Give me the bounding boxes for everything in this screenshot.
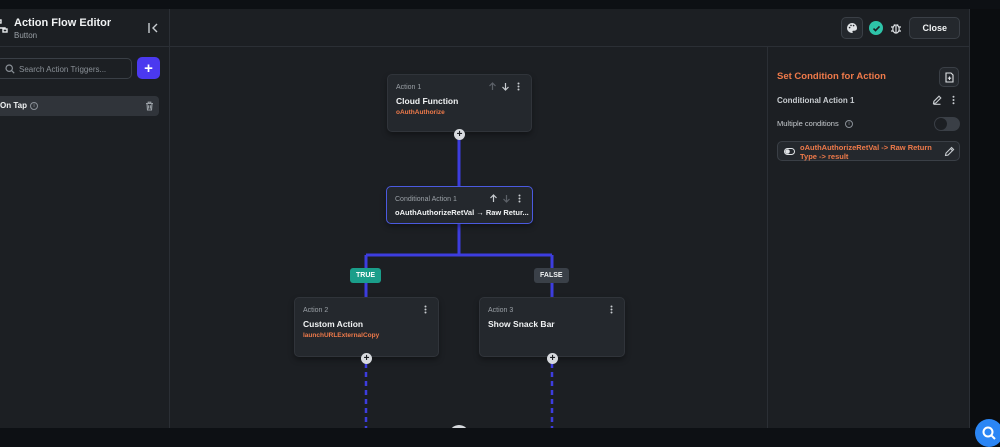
collapse-panel-icon[interactable] xyxy=(146,21,160,35)
node-label: Action 3 xyxy=(488,307,514,314)
add-action-button[interactable]: + xyxy=(454,129,465,140)
action-node-3[interactable]: Action 3 Show Snack Bar xyxy=(479,297,625,357)
node-title: Cloud Function xyxy=(396,96,459,106)
add-action-button[interactable]: + xyxy=(361,353,372,364)
add-action-button[interactable]: + xyxy=(449,425,469,428)
check-circle-icon[interactable] xyxy=(869,21,884,35)
edit-icon[interactable] xyxy=(944,146,955,157)
editor-header: Action Flow Editor Button Close xyxy=(0,9,970,47)
condition-expression-card[interactable]: oAuthAuthorizeRetVal -> Raw Return Type … xyxy=(777,141,960,161)
panel-title: Set Condition for Action xyxy=(777,71,886,82)
node-title: Show Snack Bar xyxy=(488,319,555,329)
conditional-action-node-1[interactable]: Conditional Action 1 oAuthAuthorizeRetVa… xyxy=(386,186,533,224)
arrow-down-icon xyxy=(503,195,510,203)
bug-icon[interactable] xyxy=(889,21,903,35)
trigger-item-on-tap[interactable]: On Tap i xyxy=(0,96,159,116)
node-controls xyxy=(421,305,430,314)
flow-connectors xyxy=(364,135,554,428)
page-subtitle: Button xyxy=(14,31,38,40)
more-vert-icon[interactable] xyxy=(949,95,958,105)
header-title-area: Action Flow Editor Button xyxy=(0,9,170,47)
action-flow-editor-dialog: Action Flow Editor Button Close xyxy=(0,9,970,428)
multiple-conditions-toggle[interactable] xyxy=(934,117,960,131)
trigger-label: On Tap xyxy=(0,101,27,110)
trash-icon[interactable] xyxy=(145,101,154,111)
toggle-knob xyxy=(935,118,947,130)
node-title: oAuthAuthorizeRetVal → Raw Retur... xyxy=(395,208,529,217)
info-icon: i xyxy=(30,102,38,110)
note-add-button[interactable] xyxy=(939,67,959,87)
toggle-icon xyxy=(784,148,795,155)
arrow-down-icon[interactable] xyxy=(501,82,510,91)
close-button[interactable]: Close xyxy=(909,17,960,39)
node-subtitle: launchURLExternalCopy xyxy=(303,332,380,339)
palette-button[interactable] xyxy=(841,17,864,39)
condition-expression: oAuthAuthorizeRetVal -> Raw Return Type … xyxy=(800,143,932,161)
add-action-button[interactable]: + xyxy=(547,353,558,364)
action-node-2[interactable]: Action 2 Custom Action launchURLExternal… xyxy=(294,297,439,357)
top-background-strip xyxy=(0,0,1000,9)
add-trigger-button[interactable]: + xyxy=(137,57,160,79)
more-vert-icon[interactable] xyxy=(607,305,616,314)
more-vert-icon[interactable] xyxy=(515,194,524,203)
node-controls xyxy=(488,82,523,91)
flow-canvas[interactable]: Action 1 Cloud Function oAuthAuthorize +… xyxy=(171,47,767,428)
palette-icon xyxy=(847,23,858,33)
node-controls xyxy=(489,194,524,203)
more-vert-icon[interactable] xyxy=(421,305,430,314)
node-title: Custom Action xyxy=(303,319,364,329)
help-search-button[interactable] xyxy=(975,419,1000,447)
node-label: Action 2 xyxy=(303,307,329,314)
node-label: Action 1 xyxy=(396,84,422,91)
edit-icon[interactable] xyxy=(932,95,942,105)
note-add-icon xyxy=(944,71,954,83)
search-icon xyxy=(5,64,15,74)
multiple-conditions-label: Multiple conditions xyxy=(777,119,839,128)
header-actions: Close xyxy=(841,17,960,39)
arrow-up-icon[interactable] xyxy=(489,194,498,203)
condition-name: Conditional Action 1 xyxy=(777,96,855,105)
false-branch-badge[interactable]: FALSE xyxy=(534,268,569,283)
help-search-icon xyxy=(982,426,996,440)
search-action-triggers-input[interactable] xyxy=(19,61,129,77)
node-controls xyxy=(607,305,616,314)
condition-properties-panel: Set Condition for Action Conditional Act… xyxy=(767,47,970,428)
node-subtitle: oAuthAuthorize xyxy=(396,109,445,116)
info-icon: i xyxy=(845,120,853,128)
true-branch-badge[interactable]: TRUE xyxy=(350,268,382,283)
node-label: Conditional Action 1 xyxy=(395,196,457,203)
action-triggers-panel: + On Tap i xyxy=(0,47,170,428)
bottom-background-strip xyxy=(0,428,1000,447)
search-box xyxy=(0,58,132,79)
page-title: Action Flow Editor xyxy=(14,17,112,29)
action-node-1[interactable]: Action 1 Cloud Function oAuthAuthorize xyxy=(387,74,532,132)
more-vert-icon[interactable] xyxy=(514,82,523,91)
flow-icon xyxy=(0,19,8,33)
arrow-up-icon xyxy=(489,82,496,90)
